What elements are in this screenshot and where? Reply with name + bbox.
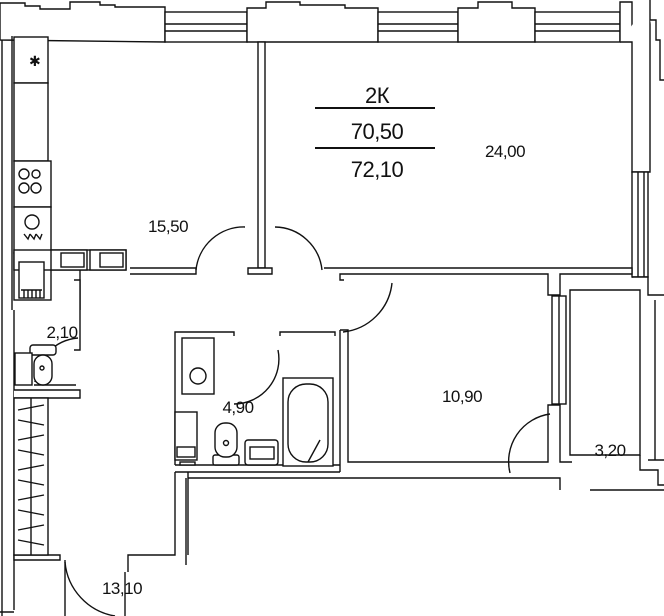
living-area: 70,50: [350, 119, 404, 144]
room-area-hallway: 13,10: [101, 579, 143, 598]
room-area-toilet: 2,10: [46, 323, 78, 342]
room-area-kitchen: 15,50: [147, 217, 189, 236]
divider: [315, 147, 435, 149]
divider: [315, 107, 435, 109]
total-area: 72,10: [350, 157, 404, 182]
bathroom-fixtures: [14, 337, 334, 467]
room-area-living: 24,00: [484, 142, 526, 161]
wardrobe: [13, 397, 49, 556]
doors: [34, 226, 551, 616]
kitchen-counter: ✱: [13, 36, 127, 301]
apartment-type: 2К: [364, 83, 390, 108]
room-area-bedroom: 10,90: [441, 387, 483, 406]
fridge-icon: ✱: [29, 53, 41, 69]
room-area-balcony: 3,20: [594, 441, 626, 460]
room-area-bathroom: 4,90: [222, 398, 254, 417]
